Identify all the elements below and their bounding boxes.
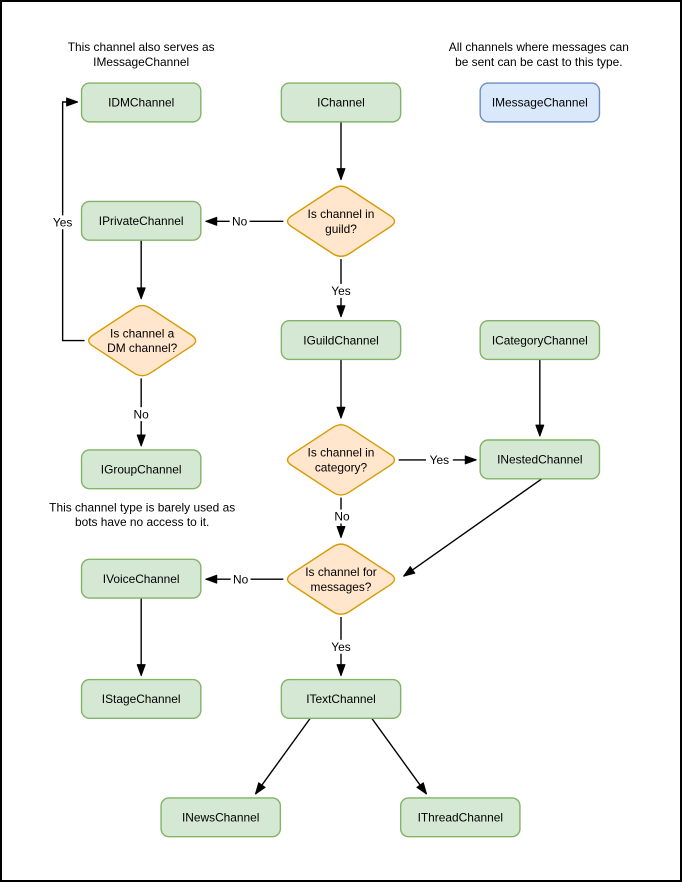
- edge-messages-decision-to-itextchannel: Yes: [327, 616, 355, 677]
- node-itext-channel: ITextChannel: [280, 678, 402, 720]
- node-label: IGuildChannel: [303, 333, 378, 347]
- edge-guild-decision-to-iprivatechannel: No: [205, 214, 284, 229]
- node-iguild-channel: IGuildChannel: [280, 320, 402, 361]
- node-ivoice-channel: IVoiceChannel: [80, 558, 202, 599]
- node-inested-channel: INestedChannel: [479, 439, 601, 480]
- edge-dm-decision-to-idmchannel: Yes: [49, 97, 85, 342]
- edge-itextchannel-to-inewschannel: [254, 717, 311, 795]
- node-igroup-channel: IGroupChannel: [80, 449, 202, 490]
- edge-line: [403, 478, 543, 577]
- node-label: IThreadChannel: [418, 810, 503, 824]
- node-imessage-channel: IMessageChannel: [479, 82, 601, 123]
- edge-label-background: [230, 572, 251, 587]
- edge-line: [254, 717, 311, 795]
- edge-label: No: [233, 572, 249, 586]
- edge-category-decision-to-messages-decision: No: [332, 497, 352, 538]
- node-label: ITextChannel: [306, 692, 376, 706]
- decision-shape: [286, 424, 396, 496]
- edge-itextchannel-to-ithreadchannel: [371, 717, 428, 795]
- node-shape: [479, 320, 601, 361]
- node-shape: [80, 200, 202, 241]
- node-label: IDMChannel: [108, 96, 174, 110]
- node-shape: [280, 82, 402, 123]
- decision-shape: [88, 304, 197, 377]
- edge-messages-decision-to-ivoicechannel: No: [205, 572, 284, 587]
- node-label: IChannel: [317, 96, 365, 110]
- edge-category-decision-to-inestedchannel: Yes: [398, 452, 477, 467]
- node-shape: [80, 678, 202, 720]
- node-ithread-channel: IThreadChannel: [399, 797, 521, 838]
- decision-shape: [286, 185, 396, 258]
- node-label: IVoiceChannel: [103, 572, 180, 586]
- node-icategory-channel: ICategoryChannel: [479, 320, 601, 361]
- edge-label: Yes: [331, 284, 350, 298]
- node-shape: [479, 439, 601, 480]
- edge-label-background: [229, 214, 250, 229]
- edge-label-background: [425, 452, 453, 467]
- node-shape: [399, 797, 521, 838]
- node-label: INewsChannel: [182, 810, 259, 824]
- node-label: IGroupChannel: [101, 463, 182, 477]
- edge-label-background: [131, 407, 152, 422]
- edge-label: No: [232, 214, 248, 228]
- node-shape: [280, 678, 402, 720]
- node-shape: [280, 320, 402, 361]
- edge-guild-decision-to-iguildchannel: Yes: [327, 259, 355, 318]
- node-label: IMessageChannel: [492, 96, 588, 110]
- node-shape: [80, 82, 202, 123]
- node-label: IStageChannel: [102, 692, 181, 706]
- node-shape: [80, 449, 202, 490]
- edge-label-background: [327, 639, 355, 654]
- node-label: ICategoryChannel: [492, 333, 588, 347]
- node-istage-channel: IStageChannel: [80, 678, 202, 720]
- decision-shape: [286, 543, 396, 615]
- edge-label: Yes: [430, 453, 449, 467]
- edge-label: Yes: [331, 640, 350, 654]
- node-inews-channel: INewsChannel: [160, 797, 282, 838]
- edge-label: Yes: [53, 215, 72, 229]
- node-shape: [80, 558, 202, 599]
- edge-inestedchannel-to-messages-decision: [403, 478, 543, 577]
- edge-label-background: [49, 215, 77, 230]
- node-i-channel: IChannel: [280, 82, 402, 123]
- node-iprivate-channel: IPrivateChannel: [80, 200, 202, 241]
- node-shape: [479, 82, 601, 123]
- node-idm-channel: IDMChannel: [80, 82, 202, 123]
- edge-label-background: [332, 509, 352, 524]
- edge-dm-decision-to-igroupchannel: No: [131, 378, 152, 447]
- edge-line: [371, 717, 428, 795]
- edge-label: No: [134, 407, 150, 421]
- edge-label: No: [334, 510, 350, 524]
- edge-label-background: [327, 283, 355, 298]
- node-shape: [160, 797, 282, 838]
- node-label: INestedChannel: [497, 453, 582, 467]
- node-label: IPrivateChannel: [99, 214, 184, 228]
